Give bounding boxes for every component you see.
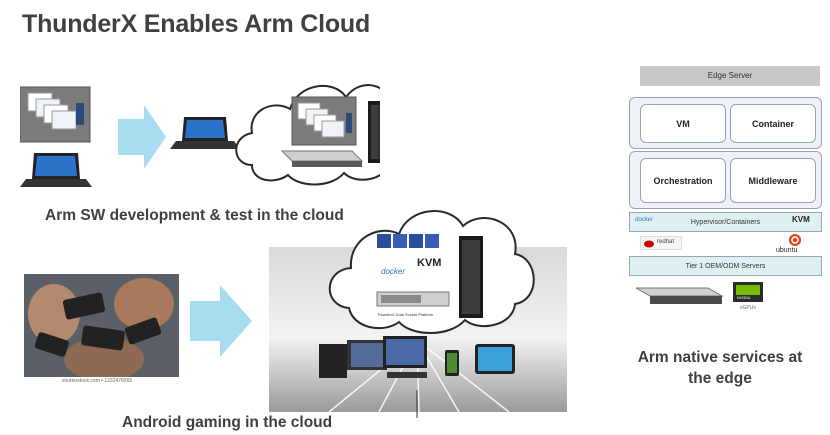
arrow-icon — [118, 105, 166, 169]
edge-caption-line2: the edge — [688, 370, 752, 387]
rack-server-icon — [376, 291, 450, 307]
edge-caption: Arm native services at the edge — [620, 347, 820, 389]
desktop-screenshot — [20, 86, 91, 143]
cloud-screenshot — [291, 96, 357, 146]
servers-label: Tier 1 OEM/ODM Servers — [685, 262, 766, 270]
edge-caption-line1: Arm native services at — [637, 349, 803, 366]
middleware-box: Middleware — [730, 158, 816, 203]
orchestration-box: Orchestration — [640, 158, 726, 203]
devices-row — [319, 336, 515, 378]
ubuntu-icon — [788, 233, 802, 252]
docker-badge: docker — [635, 217, 654, 223]
rack-server-icon — [280, 150, 364, 167]
nvidia-label: NVIDIA — [737, 295, 751, 300]
vgpu-caption: vGPUs — [740, 305, 756, 311]
page-title: ThunderX Enables Arm Cloud — [22, 10, 371, 38]
console-icon — [319, 344, 347, 378]
kvm-label: KVM — [417, 257, 441, 269]
server-rack-icon — [368, 101, 380, 163]
laptop-icon — [170, 117, 240, 149]
gaming-photo — [24, 274, 179, 377]
nvidia-gpu-icon: NVIDIA — [733, 282, 763, 302]
laptop-icon — [20, 153, 92, 187]
container-box: Container — [730, 104, 816, 143]
hypervisor-label: Hypervisor/Containers — [690, 218, 761, 226]
ubuntu-label: ubuntu — [776, 247, 798, 254]
cloud-gaming-illustration: docker KVM ThunderX Dual Socket Platform — [269, 210, 567, 418]
keyboard-icon — [387, 372, 427, 378]
vm-box: VM — [640, 104, 726, 143]
hypervisor-bar: Hypervisor/Containers — [629, 212, 822, 232]
photo-credit: shutterstock.com • 1232478265 — [62, 378, 133, 384]
android-app-tiles — [377, 234, 439, 248]
edge-server-hardware-icon — [636, 287, 724, 304]
gaming-caption: Android gaming in the cloud — [122, 414, 333, 431]
servers-bar: Tier 1 OEM/ODM Servers — [629, 256, 822, 276]
redhat-label: redhat — [657, 239, 675, 245]
server-rack-icon — [459, 236, 483, 318]
edge-server-header: Edge Server — [640, 66, 820, 86]
docker-label: docker — [381, 267, 405, 276]
dev-test-illustration — [20, 84, 380, 187]
dev-test-caption: Arm SW development & test in the cloud — [45, 207, 344, 224]
kvm-badge: KVM — [792, 215, 810, 224]
arrow-icon — [190, 285, 252, 357]
platform-caption: ThunderX Dual Socket Platform — [377, 312, 434, 317]
redhat-logo: redhat — [640, 236, 682, 250]
